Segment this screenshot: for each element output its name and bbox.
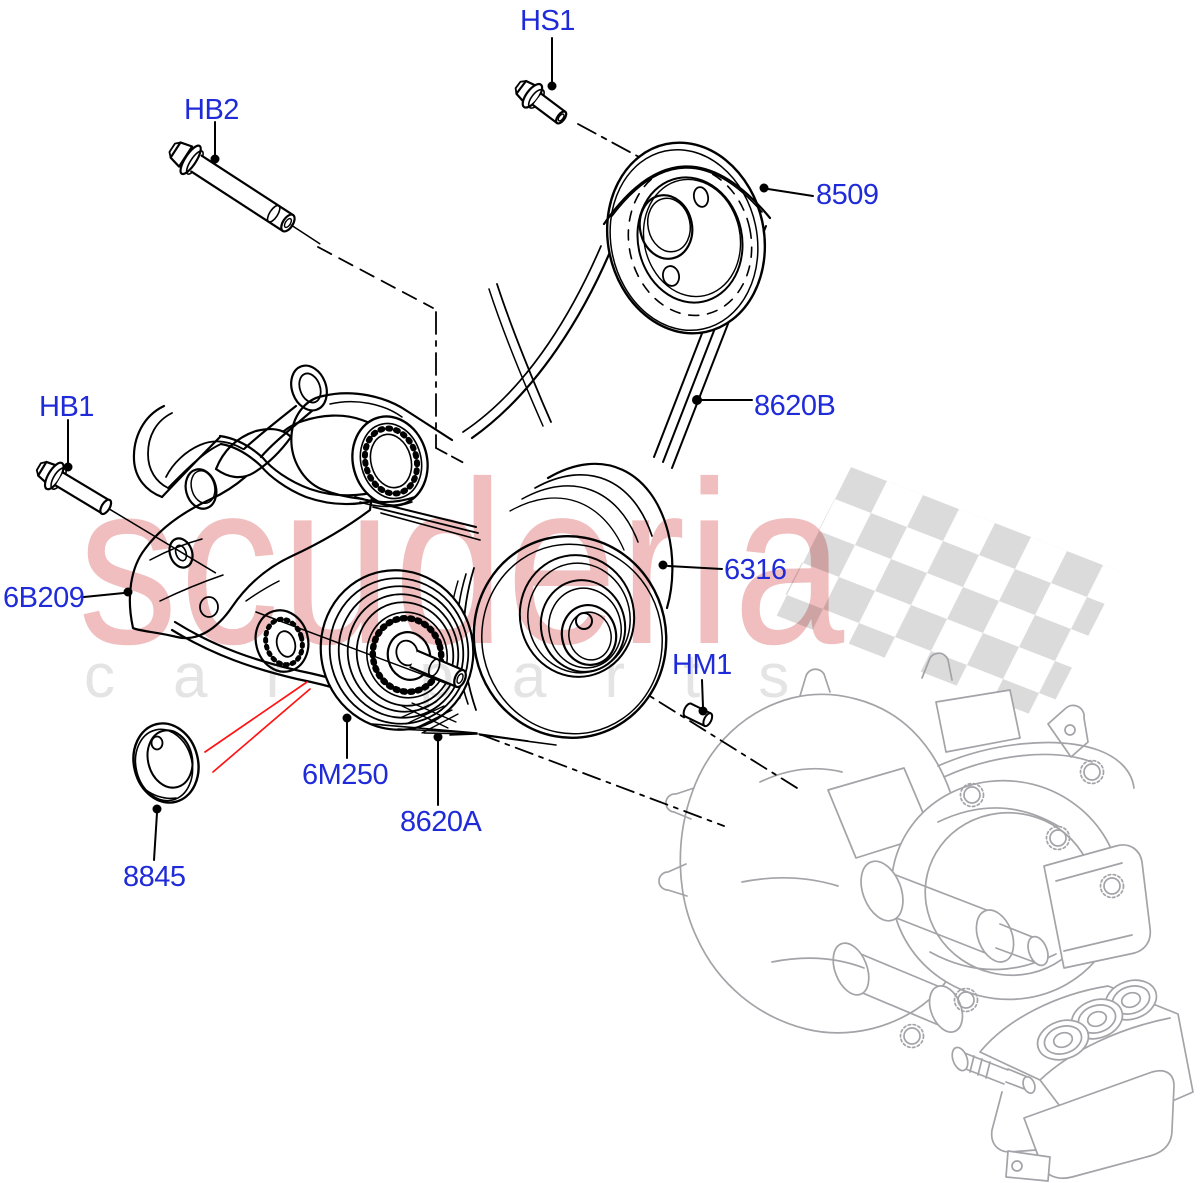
pump-pulley-6m250-drawing — [255, 569, 475, 731]
part-label-8845[interactable]: 8845 — [123, 861, 186, 893]
tensioner-pulley-drawing — [290, 392, 454, 508]
leader-lines — [63, 37, 814, 861]
belt-lower-run-drawing — [371, 701, 557, 746]
part-label-8509[interactable]: 8509 — [816, 179, 879, 211]
idler-pulley-8509-drawing — [602, 141, 772, 335]
bolt-hb2-drawing — [168, 141, 321, 245]
transmission-sketch — [658, 652, 1194, 1182]
seal-8845-drawing — [132, 722, 200, 804]
red-callout-lines — [204, 681, 311, 773]
part-label-hm1[interactable]: HM1 — [672, 649, 732, 681]
bolt-hs1-drawing — [514, 79, 568, 125]
part-label-hb1[interactable]: HB1 — [39, 391, 94, 423]
pulley-6316-drawing — [448, 462, 674, 739]
checkered-flag-watermark — [775, 467, 1121, 720]
part-label-8620b[interactable]: 8620B — [754, 390, 836, 422]
part-label-hb2[interactable]: HB2 — [184, 94, 239, 126]
part-label-hs1[interactable]: HS1 — [520, 5, 575, 37]
key-hm1-drawing — [682, 702, 714, 728]
part-label-6b209[interactable]: 6B209 — [3, 582, 85, 614]
part-label-6316[interactable]: 6316 — [724, 554, 787, 586]
bolt-hb1-drawing — [35, 460, 217, 574]
part-label-8620a[interactable]: 8620A — [400, 806, 482, 838]
part-label-6m250[interactable]: 6M250 — [302, 759, 389, 791]
